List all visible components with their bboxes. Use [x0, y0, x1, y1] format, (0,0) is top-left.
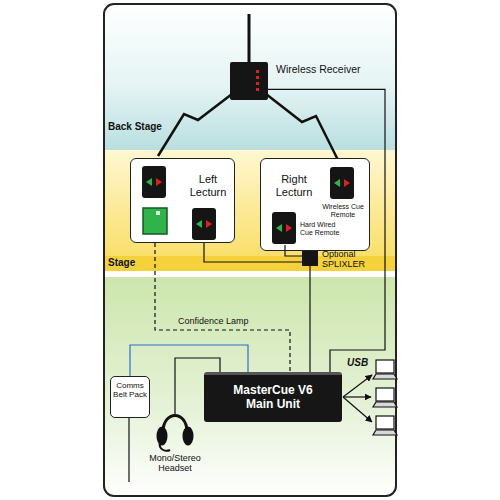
- cue-remote: [272, 212, 296, 244]
- stage-band: [104, 150, 396, 256]
- confidence-lamp: [143, 208, 167, 234]
- backstage-band: [104, 4, 396, 150]
- led: [256, 70, 259, 73]
- lectern-fill: [130, 158, 235, 243]
- headset-icon: [158, 416, 192, 451]
- cue-remote: [192, 208, 216, 240]
- edge-label: Confidence Lamp: [178, 316, 249, 326]
- node-text: Hard Wired Cue Remote: [300, 221, 346, 237]
- control-band: [104, 277, 396, 496]
- wireless-receiver: Wireless Receiver: [230, 62, 268, 100]
- cue-remote: Hard Wired Cue Remote: [273, 213, 297, 245]
- zone-bands: [104, 4, 396, 496]
- usb-arrow: [343, 396, 371, 397]
- divider-strip: [104, 271, 396, 277]
- belt-pack-wire: [128, 418, 129, 482]
- zone-label: Back Stage: [108, 121, 188, 133]
- connector-line: [204, 243, 302, 262]
- usb-arrow: [343, 397, 372, 422]
- led: [256, 82, 259, 85]
- node-text: Right Lecturn: [263, 173, 325, 198]
- lectern-fill: [260, 158, 370, 251]
- wireless-link: [158, 94, 232, 156]
- antenna: [248, 14, 251, 62]
- connector-line: [155, 243, 290, 372]
- node-text: Comms Belt Pack: [112, 381, 148, 399]
- node-text: Wireless Cue Remote: [319, 203, 367, 219]
- computer-icon: [373, 388, 397, 407]
- led: [256, 88, 259, 91]
- panel-border: [104, 4, 396, 496]
- lectern-box: Left Lecturn: [130, 158, 235, 243]
- node-text: Wireless Receiver: [276, 63, 386, 75]
- node-text: Optional SPLIXLER: [322, 249, 380, 270]
- zone-label: Stage: [108, 257, 168, 269]
- cue-remote: [142, 166, 166, 198]
- computer-icon: [373, 416, 397, 435]
- lectern-box: Right LecturnWireless Cue RemoteHard Wir…: [260, 158, 370, 251]
- receiver-body: [230, 62, 268, 100]
- computer-icon: [373, 360, 397, 379]
- wireless-link: [266, 94, 338, 160]
- usb-arrow: [343, 375, 372, 397]
- belt-pack-box: Comms Belt Pack: [110, 376, 150, 418]
- device-label: Mono/Stereo Headset: [138, 453, 212, 474]
- port-label: USB: [347, 357, 377, 369]
- node-text: MasterCue V6 Main Unit: [226, 384, 320, 412]
- main-unit-box: MasterCue V6 Main Unit: [204, 372, 342, 422]
- connector-line: [309, 266, 310, 372]
- cue-remote: Wireless Cue Remote: [331, 168, 355, 200]
- splitter-box: [302, 250, 318, 266]
- led: [256, 76, 259, 79]
- node-text: Left Lecturn: [183, 173, 233, 198]
- cue-remote: [330, 167, 354, 199]
- splitter-box: Optional SPLIXLER: [302, 250, 318, 266]
